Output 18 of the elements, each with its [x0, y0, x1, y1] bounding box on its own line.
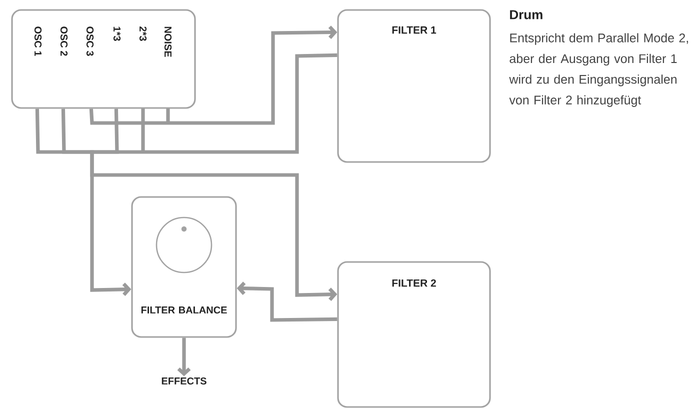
description: Entspricht dem Parallel Mode 2, aber der Ausgang von Filter 1 wird zu den Eingangssignalen von Filter 2 hinzugefügt	[509, 33, 688, 107]
connector-arrow	[61, 108, 132, 296]
heading: Drum	[510, 10, 542, 20]
source-label: NOISE	[164, 26, 172, 57]
filter-box: FILTER 1	[337, 9, 491, 163]
connector-arrow	[236, 282, 338, 322]
filter-box: FILTER 2	[337, 261, 491, 408]
source-label: OSC 1	[34, 26, 42, 56]
source-label: 1*3	[113, 26, 121, 41]
source-label: OSC 2	[60, 26, 68, 56]
filter-balance-box: FILTER BALANCE	[131, 196, 237, 338]
connector-arrow	[177, 338, 191, 376]
output-label: EFFECTS	[162, 377, 206, 385]
connector-arrow	[89, 26, 338, 125]
connector-arrow	[90, 108, 338, 302]
source-label: OSC 3	[86, 26, 94, 56]
oscillator-box	[11, 9, 196, 109]
source-label: 2*3	[139, 26, 147, 41]
